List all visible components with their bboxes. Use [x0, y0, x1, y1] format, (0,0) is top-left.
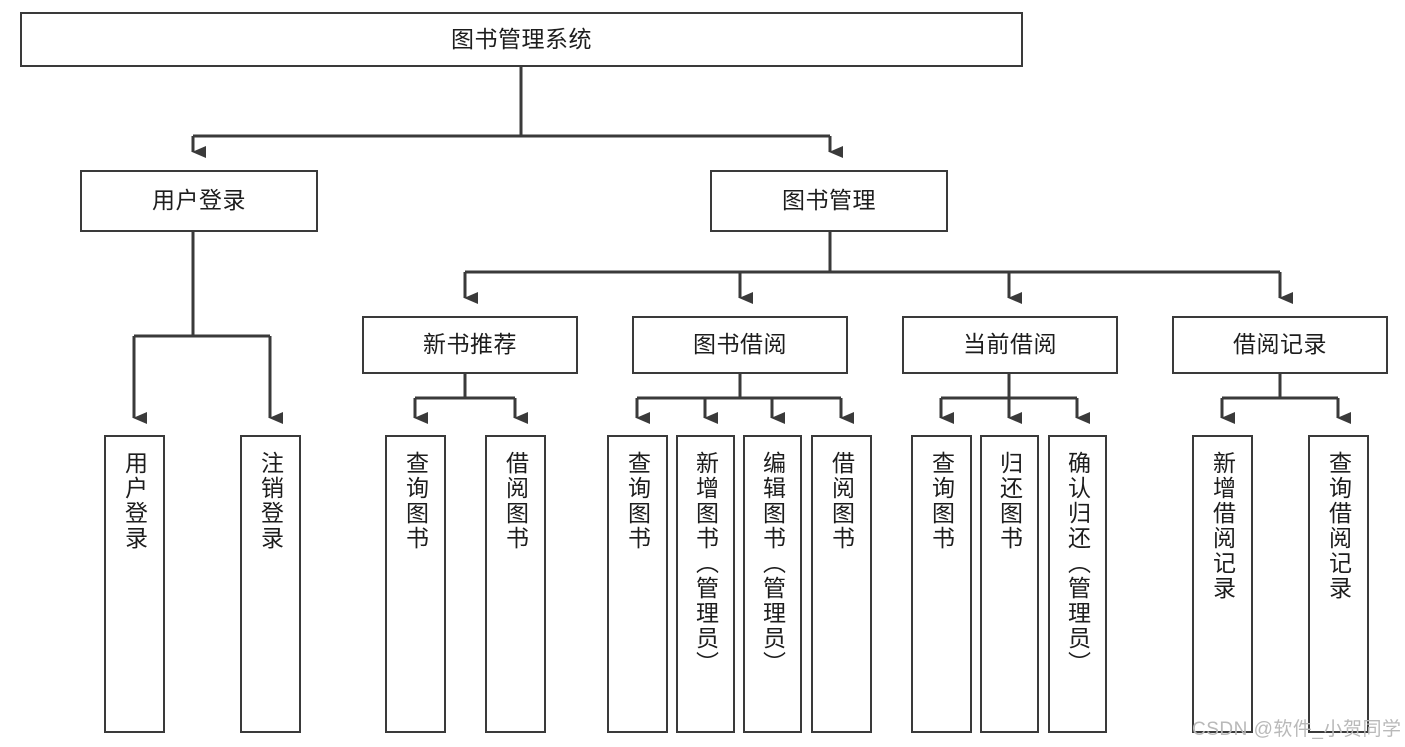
- node-label: 编辑图书（管理员）: [759, 451, 786, 676]
- node-label: 图书管理: [782, 187, 876, 214]
- node-label: 查询图书: [624, 451, 651, 551]
- node-leaf-borrow-book[interactable]: 借阅图书: [811, 435, 872, 733]
- node-book-borrow[interactable]: 图书借阅: [632, 316, 848, 374]
- node-borrow-record[interactable]: 借阅记录: [1172, 316, 1388, 374]
- node-label: 新增借阅记录: [1209, 451, 1236, 601]
- node-leaf-borrow-book-recommend[interactable]: 借阅图书: [485, 435, 546, 733]
- node-label: 当前借阅: [963, 331, 1057, 358]
- node-label: 查询借阅记录: [1325, 451, 1352, 601]
- node-label: 借阅图书: [502, 451, 529, 551]
- node-user-login[interactable]: 用户登录: [80, 170, 318, 232]
- node-leaf-confirm-return-admin[interactable]: 确认归还（管理员）: [1048, 435, 1107, 733]
- node-current-borrow[interactable]: 当前借阅: [902, 316, 1118, 374]
- node-label: 新书推荐: [423, 331, 517, 358]
- node-label: 图书借阅: [693, 331, 787, 358]
- node-label: 借阅图书: [828, 451, 855, 551]
- node-leaf-query-book-recommend[interactable]: 查询图书: [385, 435, 446, 733]
- node-leaf-user-login[interactable]: 用户登录: [104, 435, 165, 733]
- node-label: 注销登录: [257, 451, 284, 551]
- node-leaf-add-borrow-record[interactable]: 新增借阅记录: [1192, 435, 1253, 733]
- node-label: 用户登录: [152, 187, 246, 214]
- node-leaf-query-book-current[interactable]: 查询图书: [911, 435, 972, 733]
- node-label: 查询图书: [402, 451, 429, 551]
- node-label: 图书管理系统: [451, 25, 592, 52]
- node-leaf-query-book-borrow[interactable]: 查询图书: [607, 435, 668, 733]
- node-label: 借阅记录: [1233, 331, 1327, 358]
- node-leaf-query-borrow-record[interactable]: 查询借阅记录: [1308, 435, 1369, 733]
- node-leaf-add-book-admin[interactable]: 新增图书（管理员）: [676, 435, 735, 733]
- node-label: 查询图书: [928, 451, 955, 551]
- node-leaf-return-book[interactable]: 归还图书: [980, 435, 1039, 733]
- node-label: 用户登录: [121, 451, 148, 551]
- node-new-book-recommend[interactable]: 新书推荐: [362, 316, 578, 374]
- csdn-watermark: CSDN @软件_小贺同学: [1192, 719, 1402, 740]
- node-label: 归还图书: [996, 451, 1023, 551]
- node-label: 新增图书（管理员）: [692, 451, 719, 676]
- node-label: 确认归还（管理员）: [1064, 451, 1091, 676]
- node-root-book-management-system[interactable]: 图书管理系统: [20, 12, 1023, 67]
- node-leaf-logout[interactable]: 注销登录: [240, 435, 301, 733]
- node-leaf-edit-book-admin[interactable]: 编辑图书（管理员）: [743, 435, 802, 733]
- node-book-management[interactable]: 图书管理: [710, 170, 948, 232]
